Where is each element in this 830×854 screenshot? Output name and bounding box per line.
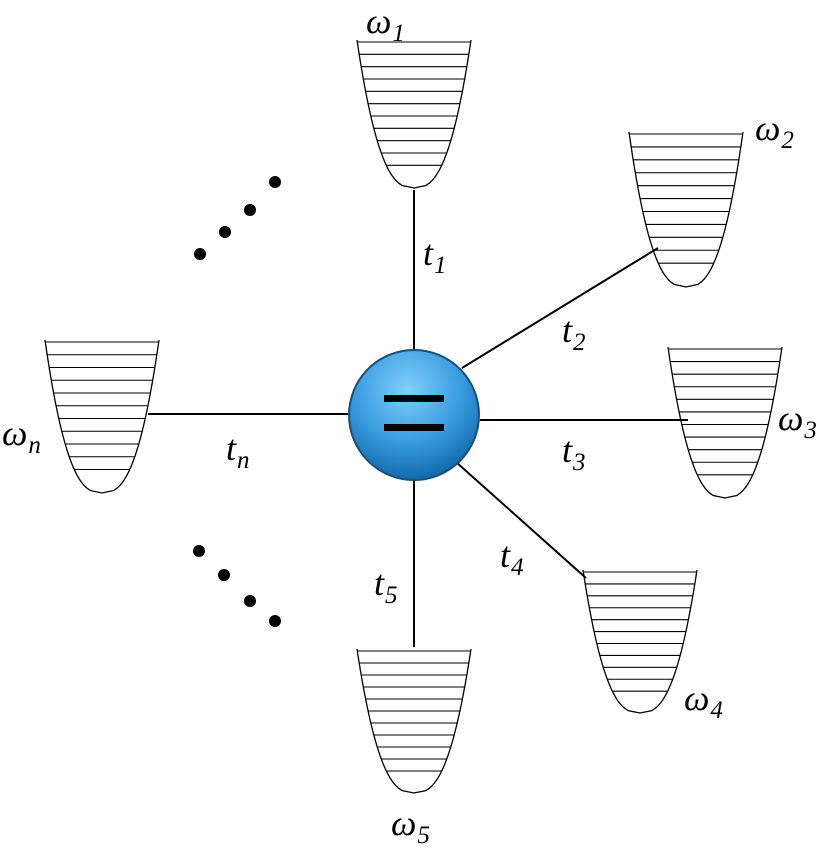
ellipsis-dot bbox=[219, 226, 231, 238]
ellipsis-dot bbox=[193, 545, 205, 557]
well-curve bbox=[628, 131, 744, 288]
central-site bbox=[348, 349, 480, 481]
well-curve bbox=[582, 569, 698, 714]
ellipsis-dot bbox=[194, 248, 206, 260]
ellipsis-dot bbox=[269, 176, 281, 188]
well-omega-3 bbox=[667, 346, 783, 499]
omega-n-label: ωn bbox=[2, 413, 41, 459]
omega-3-label: ω3 bbox=[778, 398, 817, 444]
equals-bar-top bbox=[384, 395, 444, 402]
coupling-lines bbox=[148, 190, 688, 647]
ellipsis-dot bbox=[218, 569, 230, 581]
central-site-circle bbox=[348, 349, 480, 481]
well-omega-5 bbox=[356, 648, 472, 794]
equals-bar-bottom bbox=[384, 424, 444, 431]
ellipsis-dot bbox=[269, 615, 281, 627]
well-omega-4 bbox=[582, 569, 698, 714]
t-4-label: t4 bbox=[500, 535, 524, 581]
omega-1-label: ω1 bbox=[366, 1, 405, 47]
well-curve bbox=[44, 339, 160, 494]
ellipsis-dot bbox=[244, 595, 256, 607]
omega-5-label: ω5 bbox=[391, 803, 430, 849]
well-omega-1 bbox=[356, 39, 472, 189]
t-5-label: t5 bbox=[374, 563, 398, 609]
well-curve bbox=[667, 346, 783, 499]
ellipsis-dot bbox=[244, 204, 256, 216]
t-2-label: t2 bbox=[562, 310, 586, 356]
coupling-line-2 bbox=[461, 247, 659, 369]
t-n-label: tn bbox=[226, 428, 250, 474]
potential-wells bbox=[44, 39, 783, 794]
well-omega-2 bbox=[628, 131, 744, 288]
coupling-line-4 bbox=[455, 461, 587, 579]
well-curve bbox=[356, 39, 472, 189]
omega-2-label: ω2 bbox=[755, 108, 794, 154]
omega-4-label: ω4 bbox=[684, 678, 723, 724]
t-1-label: t1 bbox=[423, 233, 447, 279]
well-curve bbox=[356, 648, 472, 794]
t-3-label: t3 bbox=[562, 430, 586, 476]
well-omega-n bbox=[44, 339, 160, 494]
